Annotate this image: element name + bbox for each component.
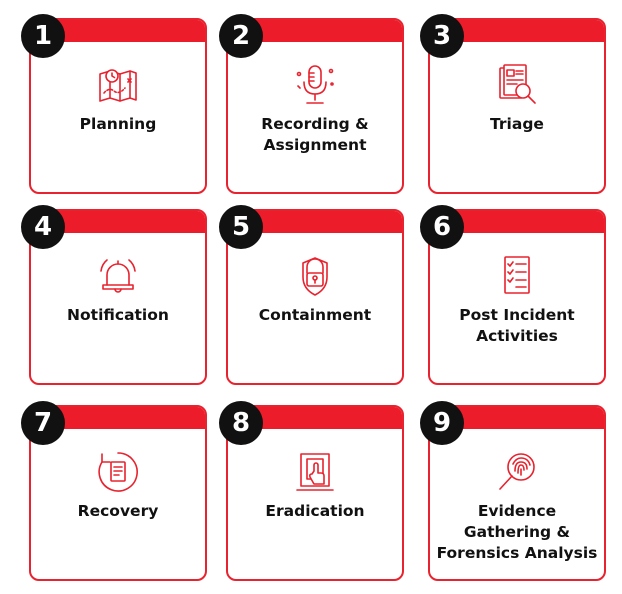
step-number-badge: 1 <box>21 14 65 58</box>
step-card-1: Planning <box>29 18 207 194</box>
step-label: Containment <box>258 306 372 324</box>
step-label: Notification <box>67 306 169 324</box>
step-card-2: Recording & Assignment <box>226 18 404 194</box>
step-number-badge: 2 <box>219 14 263 58</box>
card-header-bar <box>228 407 402 429</box>
card-header-bar <box>228 20 402 42</box>
step-number-badge: 9 <box>420 401 464 445</box>
padlock-icon <box>292 253 338 299</box>
card-header-bar <box>31 211 205 233</box>
microphone-icon <box>292 62 338 108</box>
checklist-icon <box>494 253 540 299</box>
card-header-bar <box>430 211 604 233</box>
step-number-badge: 4 <box>21 205 65 249</box>
restore-document-icon <box>95 449 141 495</box>
step-number-badge: 5 <box>219 205 263 249</box>
door-press-icon <box>292 449 338 495</box>
card-header-bar <box>31 20 205 42</box>
card-header-bar <box>228 211 402 233</box>
step-card-6: Post Incident Activities <box>428 209 606 385</box>
step-label: Eradication <box>265 502 365 520</box>
step-label: Triage <box>490 115 544 133</box>
step-label: Recovery <box>77 502 159 520</box>
step-number-badge: 8 <box>219 401 263 445</box>
card-header-bar <box>31 407 205 429</box>
fingerprint-search-icon <box>494 449 540 495</box>
document-search-icon <box>494 62 540 108</box>
step-number-badge: 3 <box>420 14 464 58</box>
planning-map-icon <box>95 62 141 108</box>
step-label: Evidence Gathering & Forensics Analysis <box>436 502 598 562</box>
step-label: Planning <box>79 115 157 133</box>
step-label: Recording & Assignment <box>261 115 369 154</box>
step-number-badge: 6 <box>420 205 464 249</box>
step-label: Post Incident Activities <box>459 306 575 345</box>
card-header-bar <box>430 20 604 42</box>
step-number-badge: 7 <box>21 401 65 445</box>
bell-icon <box>95 253 141 299</box>
card-header-bar <box>430 407 604 429</box>
